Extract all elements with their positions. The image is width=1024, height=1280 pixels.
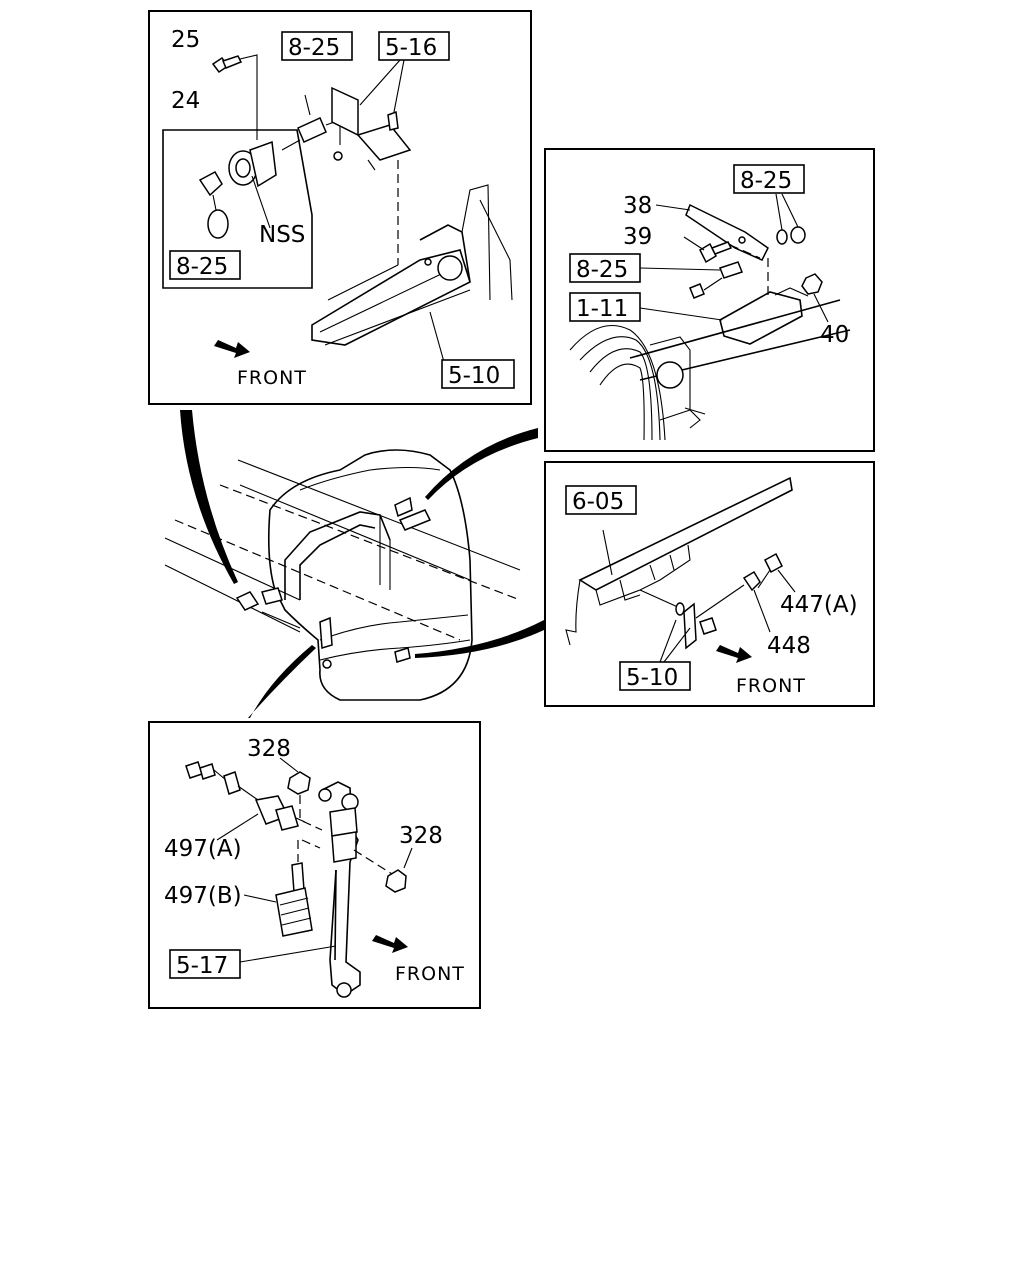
- callout-497a: 497(A): [164, 836, 242, 862]
- callout-328-top: 328: [247, 736, 291, 762]
- panel-frame: [148, 721, 481, 1009]
- callout-25: 25: [171, 27, 200, 53]
- leader-swoosh-top-left: [180, 410, 238, 584]
- ref-8-25: 8-25: [288, 35, 340, 61]
- bracket-5-16-icon: [331, 86, 412, 171]
- callout-40: 40: [820, 322, 849, 348]
- ref-box-1-11: [569, 292, 641, 322]
- bolt-447a-icon: [757, 552, 783, 589]
- ref-box-8-25-lower: [569, 253, 641, 283]
- sensor-24-icon: [228, 140, 277, 188]
- ref-box-5-10: [619, 661, 691, 691]
- sensor-497a-icon: [254, 795, 306, 831]
- washer-icon: [790, 226, 806, 244]
- ref-box-5-16: [378, 31, 450, 61]
- ref-6-05: 6-05: [572, 489, 624, 515]
- panel-top-left: 25 24 NSS FRONT 8-25 5-16 8-25 5-10: [148, 10, 532, 405]
- ref-box-5-17: [169, 949, 241, 979]
- switch-497b-icon: [275, 862, 313, 937]
- nut-328-lower-icon: [385, 869, 407, 893]
- front-label: FRONT: [736, 675, 806, 697]
- nut-328-icon: [287, 771, 311, 795]
- ref-1-11: 1-11: [576, 296, 628, 322]
- callout-nss: NSS: [259, 222, 305, 248]
- front-label: FRONT: [395, 963, 465, 985]
- frame-1-11-icon: [629, 287, 851, 429]
- bolt-25-icon: [211, 55, 243, 74]
- ref-box-5-10: [441, 359, 515, 389]
- panel-frame: [148, 10, 532, 405]
- front-arrow-icon: [716, 645, 752, 663]
- callout-39: 39: [623, 224, 652, 250]
- nut-40-icon: [801, 273, 823, 295]
- panel-bottom: 328 328 497(A) 497(B) FRONT 5-17: [148, 721, 481, 1009]
- washer-icon: [675, 602, 685, 616]
- nut-448-icon: [742, 570, 761, 592]
- frame-6-05-icon: [565, 476, 793, 646]
- truck-front-illustration: [164, 449, 521, 701]
- ref-8-25-lower: 8-25: [576, 257, 628, 283]
- ref-box-8-25: [281, 31, 353, 61]
- front-arrow-icon: [214, 340, 250, 358]
- ref-box-8-25: [733, 164, 805, 194]
- front-arrow-icon: [372, 935, 408, 953]
- ref-8-25: 8-25: [740, 168, 792, 194]
- bracket-icon: [683, 602, 697, 650]
- column-5-17-icon: [318, 781, 361, 998]
- connector-8-25-icon: [297, 94, 327, 143]
- leader-swoosh-top-right: [425, 428, 538, 500]
- callout-447a: 447(A): [780, 592, 858, 618]
- panel-right-mid: 447(A) 448 FRONT 6-05 5-10: [544, 461, 875, 707]
- connector-icon: [185, 761, 259, 801]
- inset-box-24: [162, 129, 313, 289]
- ref-8-25-lower: 8-25: [176, 254, 228, 280]
- bolt-icon: [699, 617, 717, 635]
- connector-8-25-icon: [689, 261, 743, 299]
- callout-328-lower: 328: [399, 823, 443, 849]
- ref-5-10: 5-10: [448, 363, 500, 389]
- callout-497b: 497(B): [164, 883, 242, 909]
- washer-icon: [776, 229, 788, 245]
- cap-icon: [198, 170, 229, 239]
- leader-swoosh-bottom: [238, 645, 316, 718]
- callout-448: 448: [767, 633, 811, 659]
- leader-swoosh-mid-right: [415, 620, 544, 658]
- front-label: FRONT: [237, 367, 307, 389]
- frame-5-10-icon: [311, 184, 513, 346]
- panel-frame: [544, 461, 875, 707]
- ref-box-8-25-lower: [169, 250, 241, 280]
- bolt-39-icon: [699, 241, 733, 264]
- ref-5-17: 5-17: [176, 953, 228, 979]
- ref-5-16: 5-16: [385, 35, 437, 61]
- panel-frame: [544, 148, 875, 452]
- ref-5-10: 5-10: [626, 665, 678, 691]
- callout-24: 24: [171, 88, 200, 114]
- callout-38: 38: [623, 193, 652, 219]
- panel-right-top: 38 39 40 8-25 8-25 1-11: [544, 148, 875, 452]
- ref-box-6-05: [565, 485, 637, 515]
- bracket-38-icon: [685, 203, 769, 261]
